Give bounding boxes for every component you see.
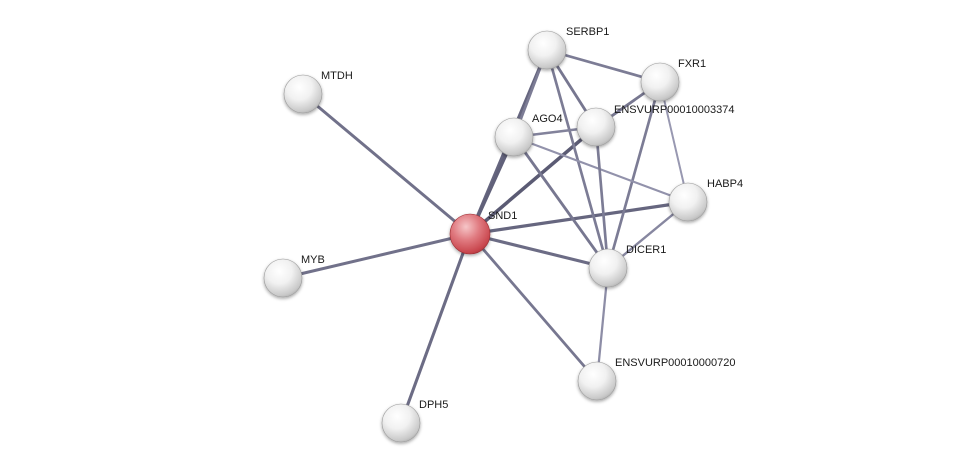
node-label-ago4: AGO4 <box>532 113 563 125</box>
node-label-serbp1: SERBP1 <box>566 26 609 38</box>
node-fxr1[interactable]: FXR1 <box>640 58 706 102</box>
edge-snd1-mtdh[interactable] <box>301 92 472 236</box>
node-ball-serbp1[interactable] <box>527 30 567 70</box>
edge-snd1-ensvurp00010000720[interactable] <box>468 232 599 383</box>
edge-serbp1-dicer1[interactable] <box>545 48 610 270</box>
node-label-fxr1: FXR1 <box>678 58 706 70</box>
edge-ago4-habp4[interactable] <box>512 135 690 204</box>
node-dicer1[interactable]: DICER1 <box>588 244 666 288</box>
node-ball-myb[interactable] <box>263 258 303 298</box>
node-ball-ensvurp00010000720[interactable] <box>577 361 617 401</box>
node-label-myb: MYB <box>301 254 325 266</box>
node-ball-fxr1[interactable] <box>640 62 680 102</box>
edge-snd1-dicer1[interactable] <box>468 232 610 270</box>
edge-ago4-dicer1[interactable] <box>512 135 610 270</box>
node-serbp1[interactable]: SERBP1 <box>527 26 609 70</box>
node-label-dicer1: DICER1 <box>626 244 666 256</box>
node-label-ensvurp00010003374: ENSVURP00010003374 <box>614 104 734 116</box>
node-dph5[interactable]: DPH5 <box>381 399 448 443</box>
node-myb[interactable]: MYB <box>263 254 325 298</box>
node-ball-snd1[interactable] <box>449 213 491 255</box>
node-label-dph5: DPH5 <box>419 399 448 411</box>
node-snd1[interactable]: SND1 <box>449 210 517 255</box>
node-mtdh[interactable]: MTDH <box>283 70 353 114</box>
edge-fxr1-dicer1[interactable] <box>606 80 662 270</box>
edge-snd1-ensvurp00010003374[interactable] <box>468 125 598 236</box>
node-ball-mtdh[interactable] <box>283 74 323 114</box>
node-label-snd1: SND1 <box>488 210 517 222</box>
node-ago4[interactable]: AGO4 <box>494 113 563 157</box>
node-ball-dicer1[interactable] <box>588 248 628 288</box>
edge-serbp1-fxr1[interactable] <box>545 48 662 84</box>
nodes-layer: SND1MTDHMYBDPH5SERBP1FXR1AGO4ENSVURP0001… <box>263 26 743 443</box>
node-label-habp4: HABP4 <box>707 178 743 190</box>
node-habp4[interactable]: HABP4 <box>668 178 743 222</box>
edge-fxr1-habp4[interactable] <box>659 81 689 203</box>
node-ball-ago4[interactable] <box>494 117 534 157</box>
node-ball-habp4[interactable] <box>668 182 708 222</box>
node-label-ensvurp00010000720: ENSVURP00010000720 <box>615 357 735 369</box>
node-ensvurp00010000720[interactable]: ENSVURP00010000720 <box>577 357 735 401</box>
node-ball-ensvurp00010003374[interactable] <box>576 107 616 147</box>
node-ensvurp00010003374[interactable]: ENSVURP00010003374 <box>576 104 734 147</box>
edge-snd1-myb[interactable] <box>281 232 472 280</box>
edge-snd1-habp4[interactable] <box>468 200 690 236</box>
node-ball-dph5[interactable] <box>381 403 421 443</box>
edge-snd1-dph5[interactable] <box>399 232 472 425</box>
edge-ensvurp00010003374-dicer1[interactable] <box>594 125 610 270</box>
node-label-mtdh: MTDH <box>321 70 353 82</box>
